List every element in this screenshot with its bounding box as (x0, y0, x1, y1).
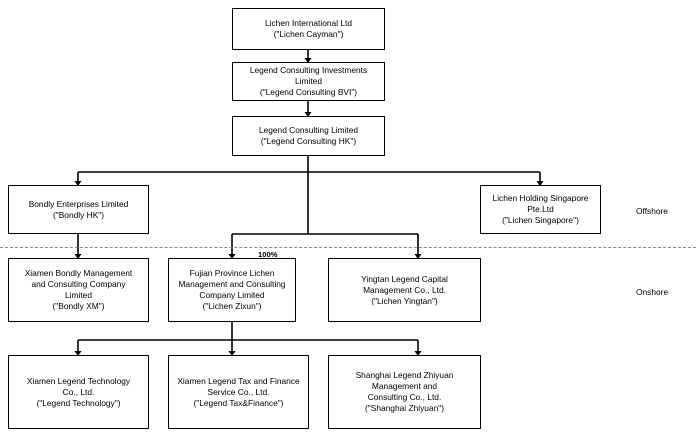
entity-name-line2: Pte.Ltd (527, 204, 554, 214)
entity-lichen-singapore: Lichen Holding Singapore Pte.Ltd ("Liche… (480, 185, 601, 234)
entity-legend-technology: Xiamen Legend Technology Co., Ltd. ("Leg… (8, 355, 149, 429)
entity-name-line1: Yingtan Legend Capital (361, 273, 448, 284)
entity-name-line1: Shanghai Legend Zhiyuan (355, 370, 454, 380)
entity-name-line1: Lichen Holding Singapore (492, 193, 589, 203)
entity-name-line2: Service Co., Ltd. (207, 386, 270, 397)
entity-name-line3: Consulting Co., Ltd. (367, 392, 442, 402)
region-label-onshore: Onshore (636, 287, 669, 297)
entity-legend-consulting-bvi: Legend Consulting Investments Limited ("… (232, 62, 385, 101)
entity-name: Legend Consulting Investments Limited (249, 65, 368, 86)
entity-shanghai-zhiyuan: Shanghai Legend Zhiyuan Management and C… (328, 355, 481, 429)
entity-alias: ("Lichen Cayman") (273, 29, 344, 39)
ownership-percentage: 100% (258, 250, 278, 259)
entity-legend-tax-finance: Xiamen Legend Tax and Finance Service Co… (168, 355, 309, 429)
entity-bondly-xm: Xiamen Bondly Management and Consulting … (8, 258, 149, 322)
entity-alias: ("Legend Tax&Finance") (193, 397, 284, 408)
entity-alias: ("Legend Consulting HK") (260, 136, 357, 146)
entity-name: Legend Consulting Limited (258, 125, 359, 135)
entity-alias: ("Shanghai Zhiyuan") (364, 403, 445, 413)
entity-alias: ("Lichen Singapore") (502, 215, 579, 225)
entity-name: Bondly Enterprises Limited (28, 198, 129, 209)
entity-name-line3: Company Limited (199, 290, 265, 300)
entity-alias: ("Legend Consulting BVI") (259, 87, 358, 97)
offshore-onshore-divider (0, 247, 696, 248)
entity-alias: ("Lichen Yingtan") (371, 295, 438, 306)
entity-name-line1: Xiamen Bondly Management (24, 268, 133, 278)
entity-alias: ("Bondly HK") (52, 209, 105, 220)
entity-lichen-yingtan: Yingtan Legend Capital Management Co., L… (328, 258, 481, 322)
entity-alias: ("Legend Technology") (36, 397, 121, 408)
entity-alias: ("Lichen Zixun") (202, 301, 262, 311)
entity-lichen-zixun: Fujian Province Lichen Management and Co… (168, 258, 296, 322)
entity-bondly-hk: Bondly Enterprises Limited ("Bondly HK") (8, 185, 149, 234)
region-label-offshore: Offshore (636, 206, 668, 216)
entity-name-line2: Co., Ltd. (62, 386, 95, 397)
entity-name-line2: Management and (371, 381, 438, 391)
entity-name-line2: Management and Consulting (178, 279, 286, 289)
entity-alias: ("Bondly XM") (52, 301, 105, 311)
entity-name-line2: and Consulting Company (31, 279, 126, 289)
entity-name: Lichen International Ltd (264, 18, 353, 28)
entity-legend-consulting-hk: Legend Consulting Limited ("Legend Consu… (232, 116, 385, 156)
entity-lichen-cayman: Lichen International Ltd ("Lichen Cayman… (232, 8, 385, 50)
entity-name-line1: Xiamen Legend Tax and Finance (177, 375, 300, 386)
entity-name-line1: Xiamen Legend Technology (26, 375, 131, 386)
entity-name-line1: Fujian Province Lichen (189, 268, 275, 278)
entity-name-line3: Limited (65, 290, 92, 300)
entity-name-line2: Management Co., Ltd. (363, 284, 446, 295)
